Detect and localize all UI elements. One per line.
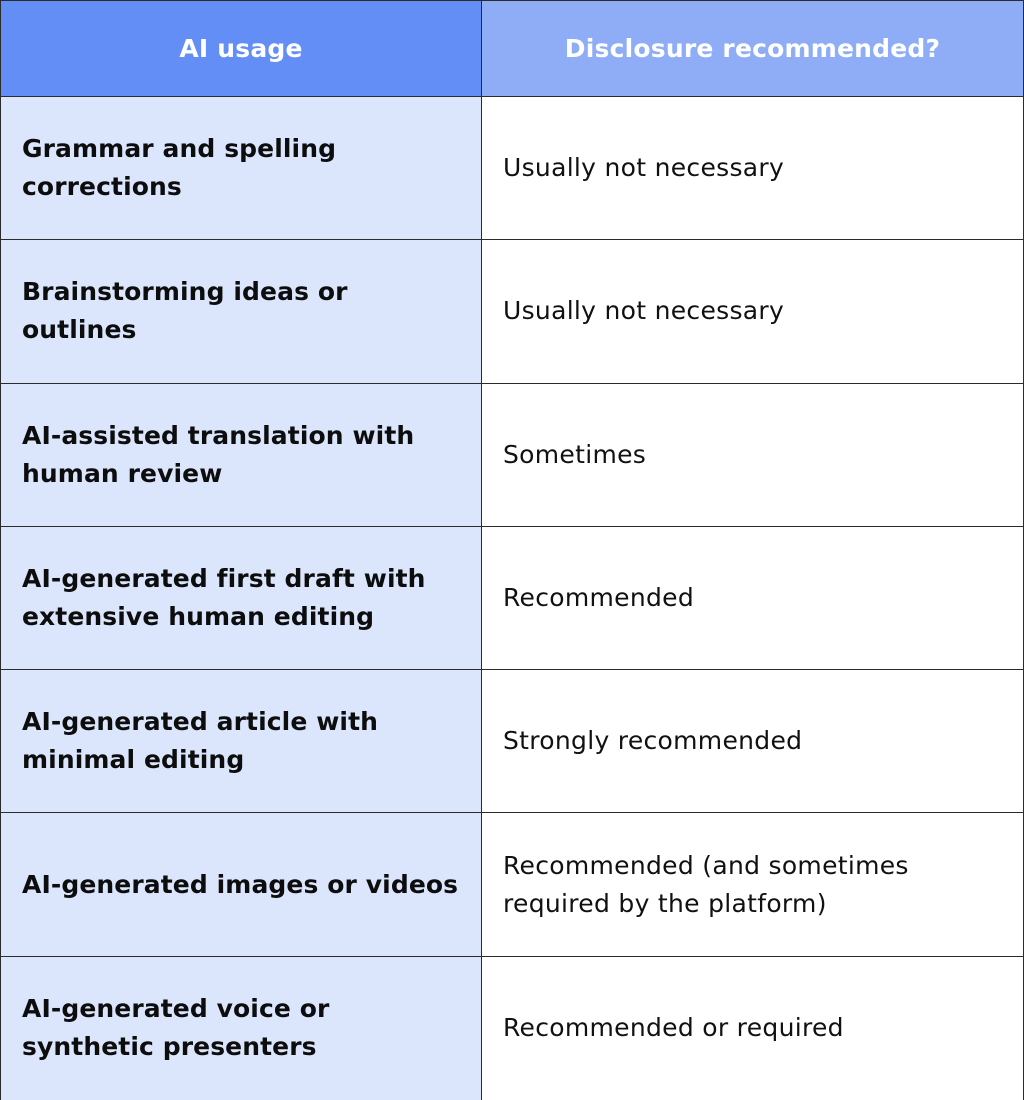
disclosure-text: Usually not necessary [503,153,785,183]
usage-cell: AI-generated article with minimal editin… [1,670,482,813]
usage-text: AI-generated images or videos [22,869,459,899]
usage-cell: AI-assisted translation with human revie… [1,383,482,526]
table-row: AI-generated first draft with extensive … [1,526,1023,671]
disclosure-cell: Recommended or required [482,956,1023,1100]
table-row: AI-generated article with minimal editin… [1,670,1023,814]
disclosure-text: Sometimes [503,439,647,469]
usage-cell: AI-generated voice or synthetic presente… [1,956,482,1100]
header-label-disclosure: Disclosure recommended? [564,34,941,63]
usage-text: AI-generated article with minimal editin… [22,707,379,775]
table-row: Grammar and spelling corrections Usually… [1,97,1023,241]
disclosure-text: Strongly recommended [503,726,803,756]
disclosure-text: Recommended or required [503,1013,844,1043]
disclosure-cell: Usually not necessary [482,240,1023,383]
disclosure-cell: Recommended [482,526,1023,670]
usage-cell: AI-generated first draft with extensive … [1,526,482,670]
usage-text: Grammar and spelling corrections [22,134,337,202]
disclosure-cell: Strongly recommended [482,670,1023,813]
table-row: Brainstorming ideas or outlines Usually … [1,240,1023,384]
header-label-ai-usage: AI usage [179,34,303,63]
usage-text: AI-generated first draft with extensive … [22,564,426,632]
header-cell-disclosure: Disclosure recommended? [482,1,1023,96]
disclosure-cell: Sometimes [482,383,1023,526]
table-row: AI-generated images or videos Recommende… [1,813,1023,957]
header-cell-ai-usage: AI usage [1,1,482,96]
usage-text: AI-assisted translation with human revie… [22,420,415,488]
disclosure-text: Recommended (and sometimes required by t… [503,850,909,918]
usage-text: AI-generated voice or synthetic presente… [22,994,330,1062]
usage-cell: Brainstorming ideas or outlines [1,240,482,383]
table-header-row: AI usage Disclosure recommended? [1,1,1023,97]
usage-text: Brainstorming ideas or outlines [22,277,348,345]
table-row: AI-generated voice or synthetic presente… [1,956,1023,1100]
disclosure-text: Recommended [503,583,695,613]
usage-cell: AI-generated images or videos [1,813,482,956]
disclosure-text: Usually not necessary [503,296,785,326]
disclosure-cell: Recommended (and sometimes required by t… [482,813,1023,956]
usage-cell: Grammar and spelling corrections [1,97,482,240]
disclosure-cell: Usually not necessary [482,97,1023,240]
table-row: AI-assisted translation with human revie… [1,383,1023,527]
